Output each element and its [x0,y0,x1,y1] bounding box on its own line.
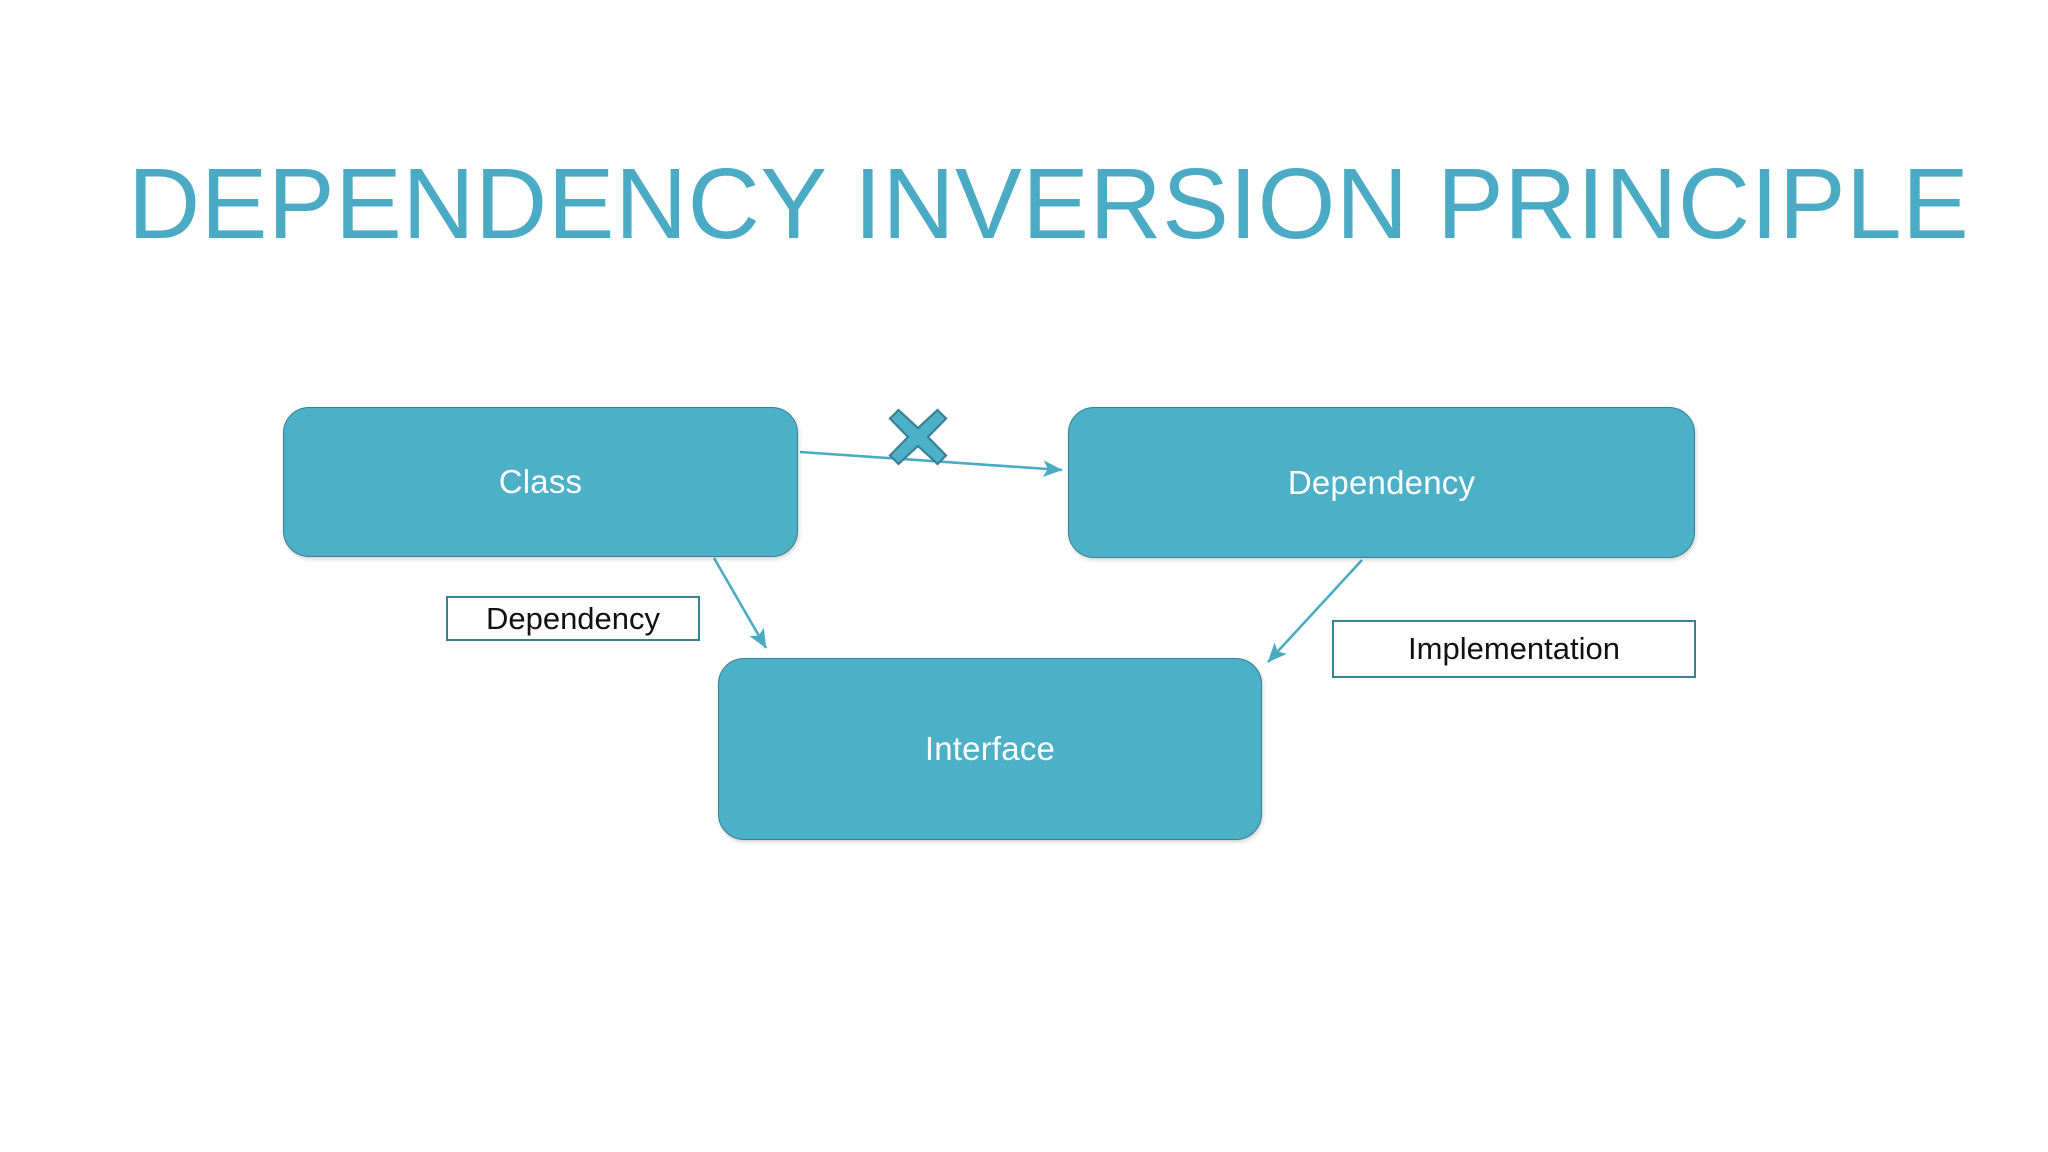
node-interface[interactable]: Interface [718,658,1262,840]
page-title: DEPENDENCY INVERSION PRINCIPLE [128,148,1970,260]
node-dependency[interactable]: Dependency [1068,407,1695,558]
cross-mark-icon [888,408,948,466]
caption-implementation-label: Implementation [1408,631,1620,666]
node-interface-label: Interface [924,730,1056,767]
connector-class-to-interface [712,557,768,649]
caption-implementation[interactable]: Implementation [1332,620,1696,678]
caption-dependency[interactable]: Dependency [446,596,700,641]
node-dependency-label: Dependency [1287,463,1476,501]
caption-dependency-label: Dependency [485,600,661,636]
node-class-label: Class [498,463,583,500]
node-class[interactable]: Class [283,407,798,557]
